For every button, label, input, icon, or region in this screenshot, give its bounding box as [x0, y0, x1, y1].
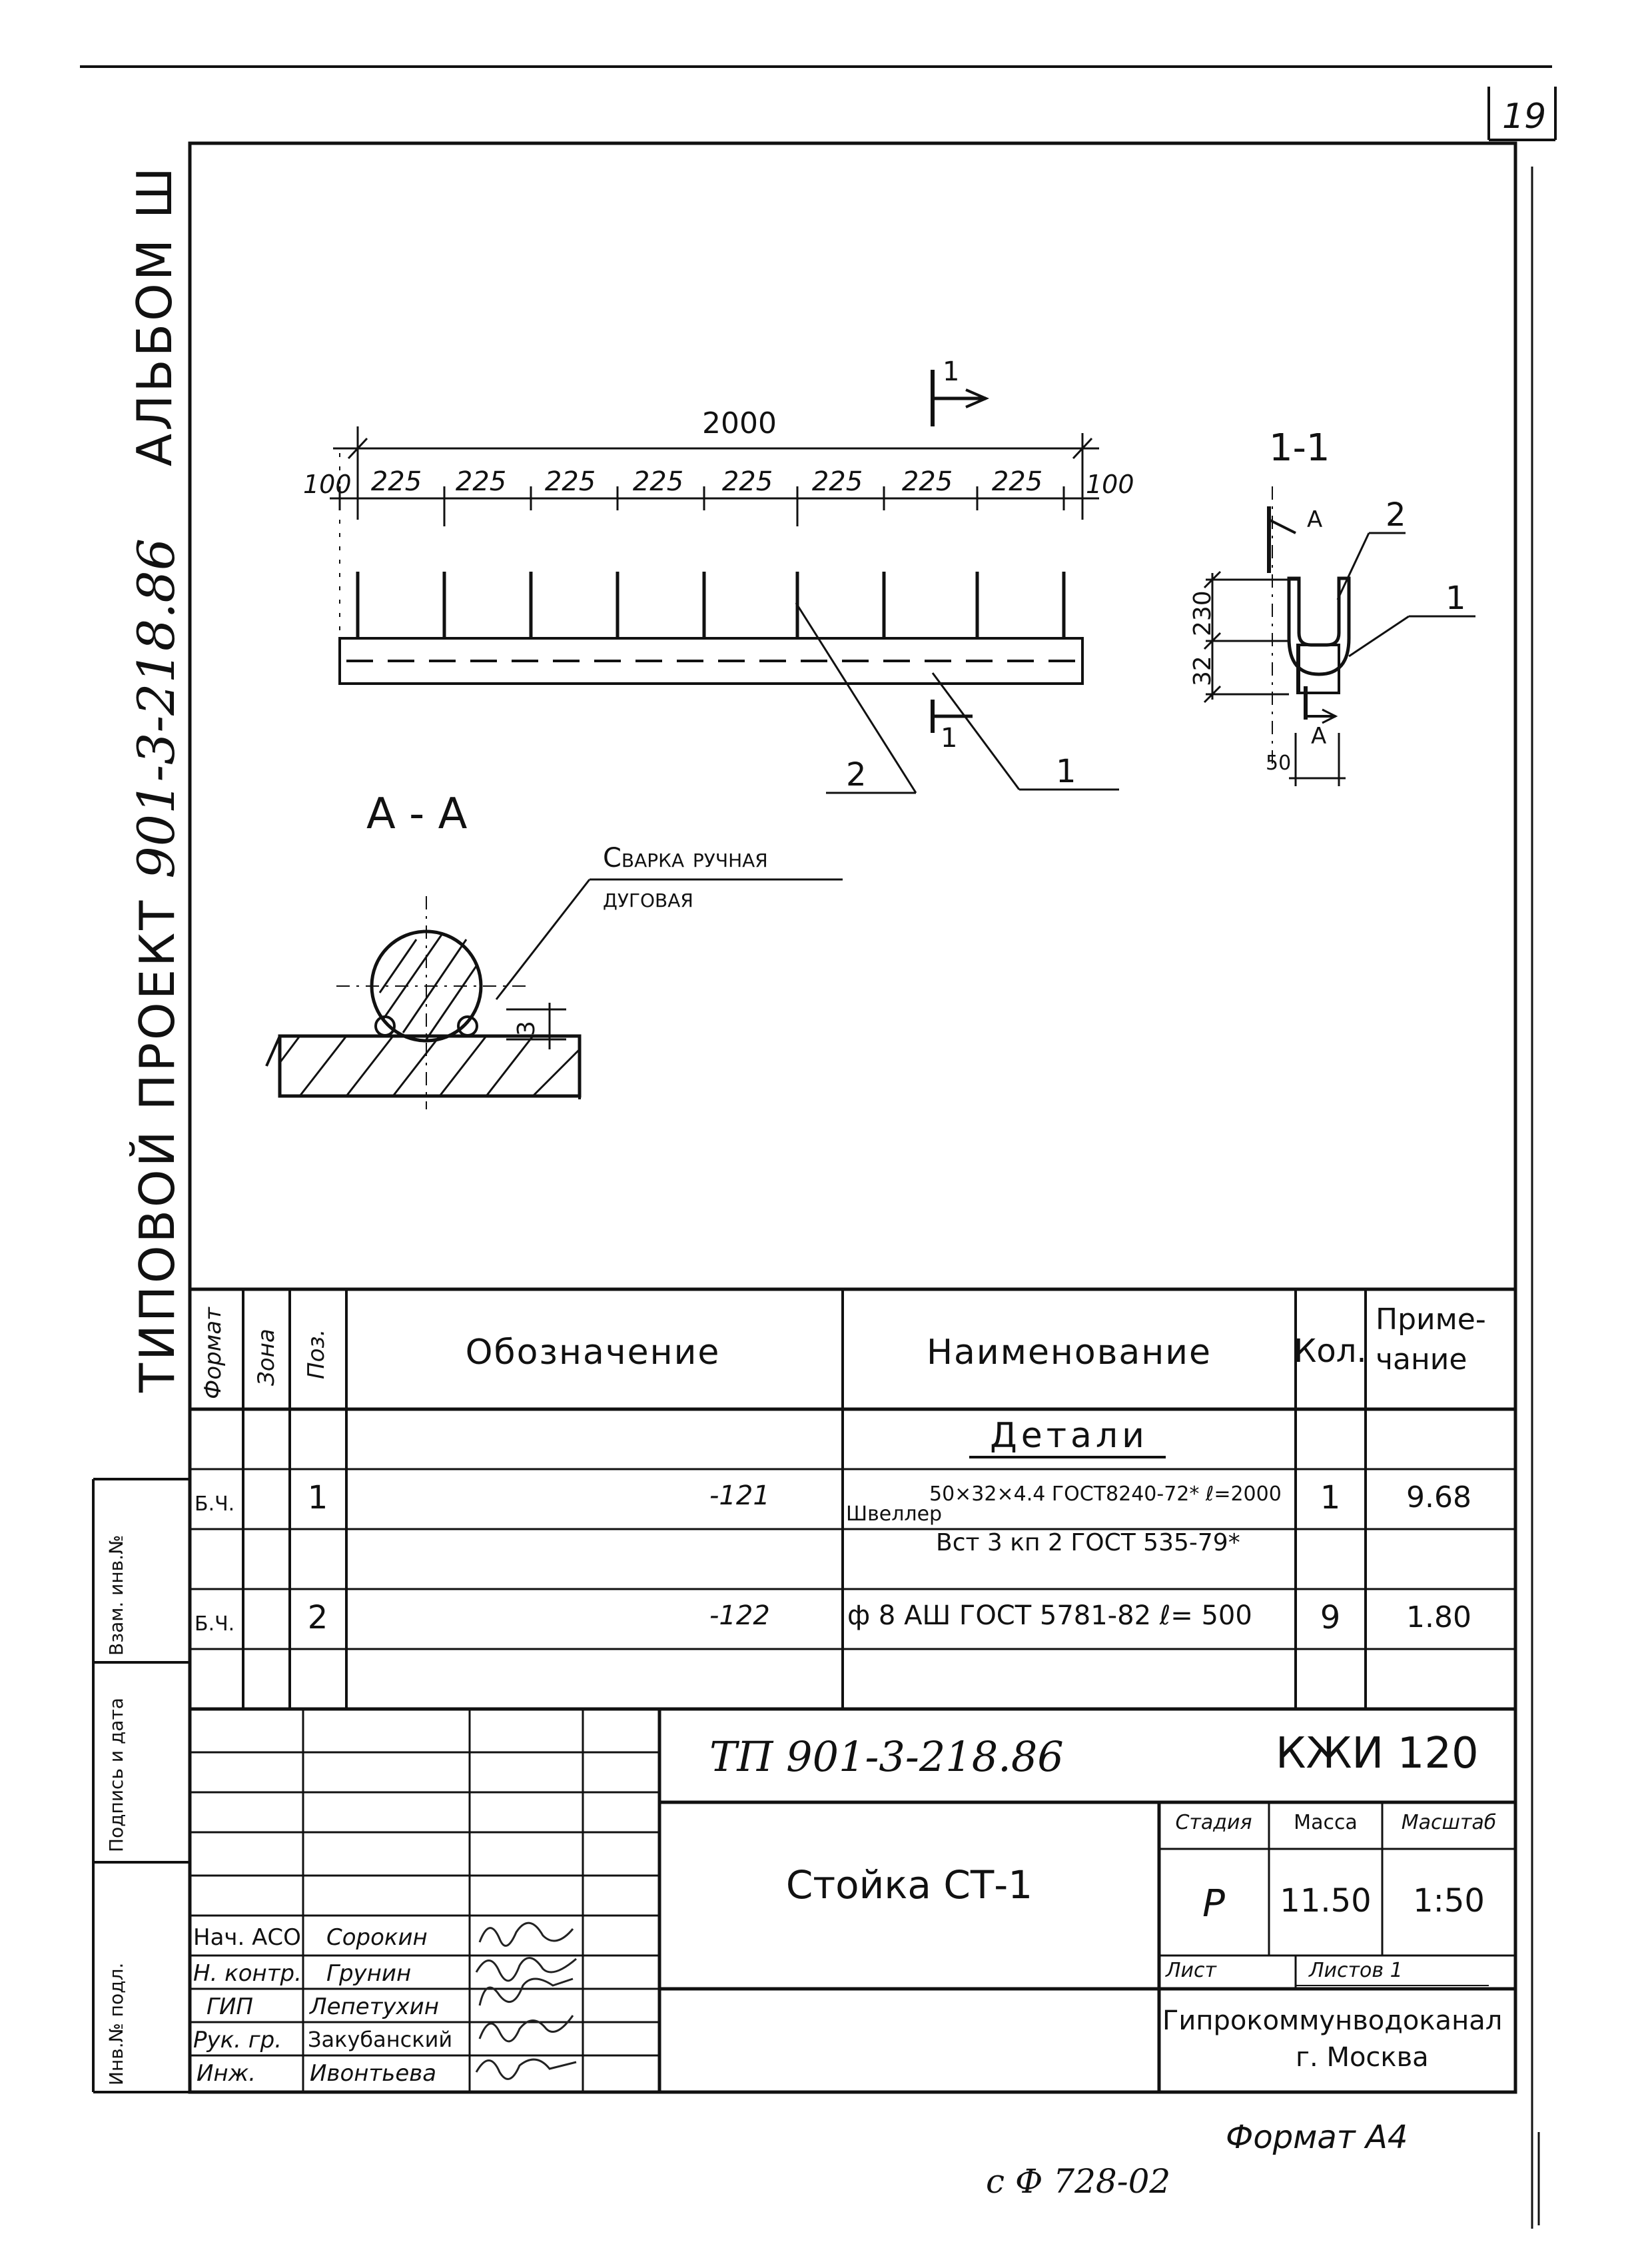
org-line1: Гипрокоммунводоканал [1162, 2005, 1503, 2036]
dim-spacing: 225 [632, 466, 684, 497]
signer-role: Инж. [197, 2060, 256, 2087]
dim-spacing: 225 [370, 466, 422, 497]
signer-role: Н. контр. [193, 1960, 302, 1987]
signer-name: Грунин [326, 1960, 412, 1987]
signer-role: Нач. АСО [193, 1924, 301, 1951]
format-label: Формат А4 [1226, 2119, 1408, 2156]
mark-a-top: А [1307, 506, 1323, 533]
signer-role: Рук. гр. [193, 2027, 282, 2053]
sheet-code: КЖИ 120 [1276, 1729, 1479, 1778]
massa-label: Масса [1294, 1811, 1358, 1834]
dim-32: 32 [1189, 656, 1216, 686]
dim-230: 230 [1189, 590, 1216, 636]
signer-name: Закубанский [308, 2027, 453, 2052]
spec-row-format: Б.Ч. [195, 1492, 235, 1516]
spec-header-oboznachenie: Обозначение [465, 1333, 721, 1373]
page-number: 19 [1502, 97, 1547, 137]
section-mark-bottom: 1 [941, 723, 958, 754]
doc-code: ТП 901-3-218.86 [709, 1732, 1064, 1781]
spec-header-prim-2: чание [1376, 1343, 1467, 1377]
spec-row-oboznachenie: -121 [709, 1480, 770, 1511]
stadia-label: Стадия [1175, 1811, 1252, 1834]
spec-header-zona: Зона [253, 1329, 280, 1386]
spec-header-prim-1: Приме- [1376, 1303, 1486, 1337]
signer-role: ГИП [206, 1993, 253, 2020]
inv-podl-label: Инв.№ подл. [105, 1962, 127, 2085]
spec-row-kol: 9 [1320, 1599, 1341, 1636]
spec-header-naimenovanie: Наименование [926, 1333, 1212, 1373]
weld-note-line1: Сварка ручная [603, 843, 768, 873]
signer-name: Ивонтьева [310, 2060, 437, 2087]
org-line2: г. Москва [1296, 2042, 1429, 2073]
section-mark-top: 1 [943, 356, 960, 387]
signer-name: Сорокин [326, 1924, 428, 1951]
signer-name: Лепетухин [310, 1993, 440, 2020]
dim-spacing: 225 [721, 466, 773, 497]
dim-end-right: 100 [1086, 470, 1134, 499]
detail-title: А - А [366, 790, 468, 839]
dim-spacing: 225 [901, 466, 953, 497]
spec-row-poz: 2 [307, 1599, 328, 1636]
position-2-label: 2 [846, 756, 867, 794]
spec-row-oboznachenie: -122 [709, 1600, 770, 1631]
spec-row-name-prefix: Швеллер [846, 1502, 943, 1526]
dim-spacing: 225 [811, 466, 863, 497]
spec-row-name-bottom: Вст 3 кп 2 ГОСТ 535-79* [936, 1529, 1240, 1556]
dim-total-length: 2000 [702, 406, 777, 440]
drawing-title: Стойка СТ-1 [785, 1862, 1033, 1908]
listov-label: Листов 1 [1309, 1959, 1403, 1982]
weld-note-line2: дуговая [603, 883, 693, 913]
spec-row-format: Б.Ч. [195, 1612, 235, 1636]
dim-end-left: 100 [303, 470, 352, 499]
section-title: 1-1 [1269, 426, 1330, 470]
spec-header-poz: Поз. [303, 1329, 330, 1379]
dim-spacing: 225 [455, 466, 507, 497]
list-label: Лист [1166, 1959, 1217, 1982]
vzam-inv-label: Взам. инв.№ [105, 1534, 127, 1656]
stadia-value: Р [1202, 1882, 1225, 1926]
album-label: АЛЬБОМ Ш [127, 165, 183, 466]
spec-row-name: ф 8 АШ ГОСТ 5781-82 ℓ= 500 [847, 1600, 1252, 1631]
section-pos-1: 1 [1446, 580, 1466, 617]
spec-row-prim: 9.68 [1406, 1480, 1471, 1514]
mark-a-bottom: А [1311, 723, 1327, 750]
podpis-data-label: Подпись и дата [105, 1698, 127, 1852]
weld-dim: 3 [513, 1021, 540, 1036]
masshtab-label: Масштаб [1401, 1811, 1497, 1834]
masshtab-value: 1:50 [1413, 1882, 1485, 1920]
position-1-label: 1 [1056, 753, 1076, 790]
project-code: 901-3-218.86 [127, 538, 186, 879]
section-pos-2: 2 [1386, 496, 1406, 534]
massa-value: 11.50 [1280, 1882, 1372, 1920]
spec-row-poz: 1 [307, 1479, 328, 1516]
spec-header-kol: Кол. [1294, 1333, 1367, 1370]
spec-header-format: Формат [200, 1307, 226, 1399]
dim-50: 50 [1266, 752, 1292, 775]
spec-row-kol: 1 [1320, 1479, 1341, 1516]
project-label: ТИПОВОЙ ПРОЕКТ 901-3-218.86 [127, 538, 186, 1393]
dim-spacing: 225 [991, 466, 1043, 497]
stamp-code: с Ф 728-02 [986, 2162, 1171, 2201]
project-prefix: ТИПОВОЙ ПРОЕКТ [129, 897, 185, 1393]
spec-row-prim: 1.80 [1406, 1600, 1471, 1634]
dim-spacing: 225 [544, 466, 596, 497]
spec-row-name-top: 50×32×4.4 ГОСТ8240-72* ℓ=2000 [929, 1482, 1282, 1506]
spec-section-label: Детали [990, 1416, 1148, 1456]
